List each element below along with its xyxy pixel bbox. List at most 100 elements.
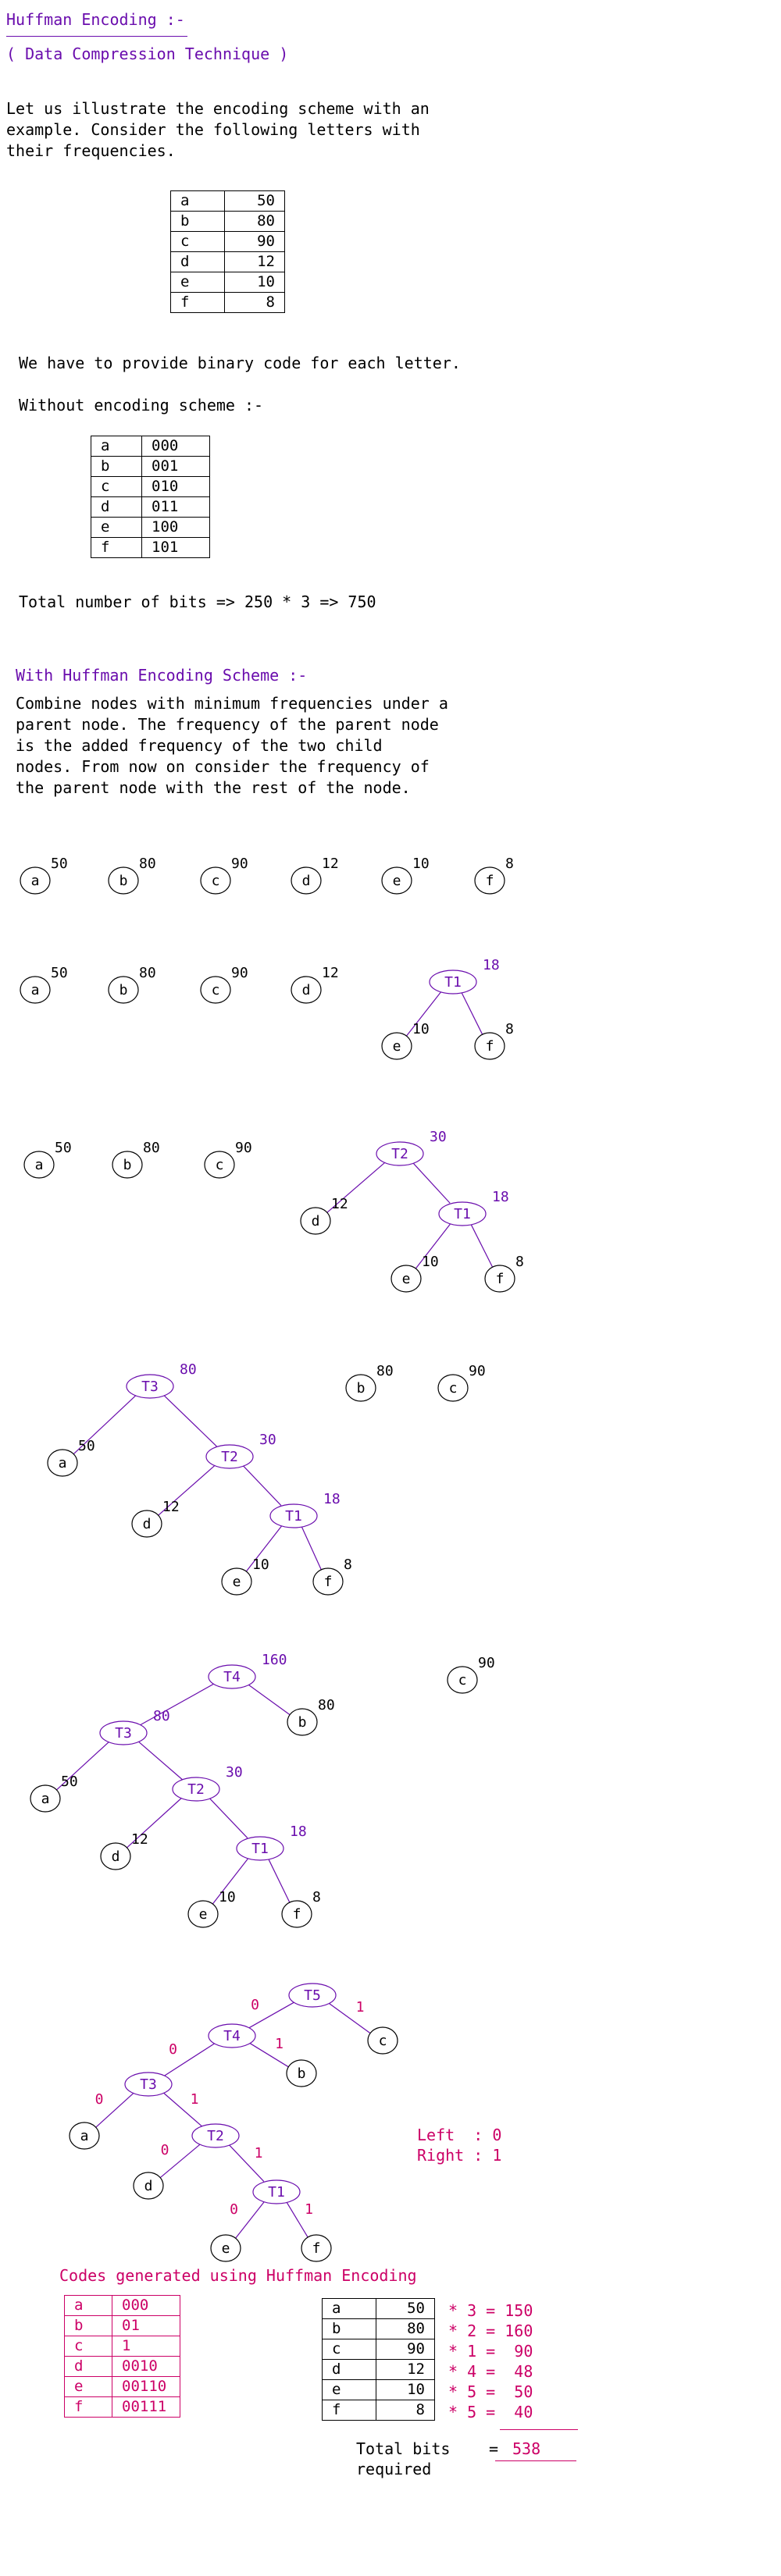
- node-frequency: 8: [344, 1557, 352, 1573]
- node-label: e: [222, 2240, 230, 2257]
- node-label: c: [216, 1157, 224, 1173]
- leaf-node: [345, 1374, 376, 1402]
- node-frequency: 30: [259, 1432, 276, 1448]
- total-bits-label: Total bits: [356, 2439, 451, 2458]
- edge-bit-label: 1: [255, 2145, 263, 2161]
- combine-line: Combine nodes with minimum frequencies u…: [16, 694, 448, 713]
- leaf-node: [367, 2026, 398, 2055]
- node-label: d: [302, 982, 311, 998]
- tree-edge: [55, 1740, 111, 1791]
- node-label: T1: [454, 1206, 471, 1222]
- node-frequency: 50: [61, 1774, 78, 1790]
- node-label: a: [31, 982, 40, 998]
- tree-edge: [247, 2000, 298, 2030]
- tree-edge: [126, 1796, 184, 1849]
- node-label: T2: [187, 1781, 205, 1798]
- node-frequency: 8: [505, 856, 514, 872]
- node-frequency: 90: [231, 856, 248, 872]
- internal-node: [172, 1777, 220, 1802]
- node-label: d: [143, 1516, 152, 1532]
- node-label: T3: [140, 2076, 157, 2093]
- leaf-node: [108, 866, 139, 895]
- node-label: c: [379, 2033, 387, 2049]
- tree-edge: [326, 1161, 387, 1214]
- page-title: Huffman Encoding :-: [6, 10, 185, 29]
- total-underline: [495, 2460, 576, 2461]
- node-label: a: [35, 1157, 44, 1173]
- leaf-node: [381, 866, 412, 895]
- node-frequency: 90: [235, 1140, 252, 1156]
- node-label: a: [80, 2128, 89, 2144]
- node-label: b: [298, 1714, 307, 1731]
- total-bits-value: 538: [512, 2439, 541, 2458]
- tree-edge: [162, 1393, 217, 1447]
- internal-node: [236, 1836, 284, 1861]
- leaf-node: [447, 1666, 478, 1694]
- tree-edge: [137, 1739, 183, 1781]
- internal-node: [376, 1141, 424, 1166]
- leaf-node: [210, 2234, 241, 2262]
- tree-edge: [301, 1526, 323, 1571]
- intro-line: Let us illustrate the encoding scheme wi…: [6, 99, 430, 118]
- tree-edge: [227, 2144, 265, 2182]
- node-label: d: [144, 2178, 153, 2194]
- node-label: T3: [141, 1379, 159, 1395]
- node-frequency: 80: [318, 1697, 335, 1713]
- tree-edge: [73, 1393, 137, 1455]
- total-bits-label: required: [356, 2460, 432, 2478]
- tree-edge: [208, 1797, 248, 1838]
- node-label: T2: [391, 1146, 408, 1162]
- node-frequency: 10: [252, 1557, 269, 1573]
- node-label: c: [212, 982, 220, 998]
- multiplier: * 4 = 48: [448, 2362, 533, 2381]
- multiplier: * 3 = 150: [448, 2301, 533, 2320]
- node-label: f: [496, 1271, 505, 1287]
- tree-edge: [415, 1222, 452, 1270]
- node-label: a: [59, 1455, 67, 1471]
- leaf-node: [100, 1842, 131, 1870]
- without-encoding-heading: Without encoding scheme :-: [19, 396, 264, 415]
- node-label: d: [312, 1213, 320, 1229]
- node-frequency: 160: [262, 1652, 287, 1668]
- leaf-node: [221, 1567, 252, 1596]
- internal-node: [99, 1720, 148, 1745]
- internal-node: [429, 970, 477, 994]
- multiplier: * 1 = 90: [448, 2342, 533, 2361]
- node-frequency: 90: [478, 1655, 495, 1671]
- leaf-node: [133, 2172, 164, 2200]
- legend-right: Right : 1: [417, 2146, 502, 2165]
- node-frequency: 8: [312, 1889, 321, 1905]
- leaf-node: [20, 976, 51, 1004]
- tree-edge: [212, 1857, 250, 1905]
- node-label: b: [119, 982, 128, 998]
- node-frequency: 10: [422, 1254, 439, 1270]
- node-label: a: [41, 1791, 50, 1807]
- leaf-node: [112, 1151, 143, 1179]
- node-frequency: 90: [231, 965, 248, 981]
- internal-node: [269, 1503, 318, 1528]
- node-label: T1: [444, 974, 462, 991]
- node-label: c: [458, 1672, 467, 1688]
- node-frequency: 12: [131, 1831, 148, 1848]
- leaf-node: [281, 1900, 312, 1928]
- tree-edge: [246, 1682, 291, 1716]
- node-label: e: [393, 1038, 401, 1055]
- leaf-node: [286, 2059, 317, 2087]
- node-label: d: [112, 1848, 120, 1865]
- binary-code-text: We have to provide binary code for each …: [19, 354, 461, 372]
- internal-node: [252, 2179, 301, 2204]
- leaf-node: [300, 1207, 331, 1235]
- codes-heading: Codes generated using Huffman Encoding: [59, 2266, 417, 2285]
- edge-bit-label: 1: [275, 2036, 284, 2052]
- combine-line: parent node. The frequency of the parent…: [16, 715, 439, 734]
- leaf-node: [47, 1449, 78, 1477]
- leaf-node: [20, 866, 51, 895]
